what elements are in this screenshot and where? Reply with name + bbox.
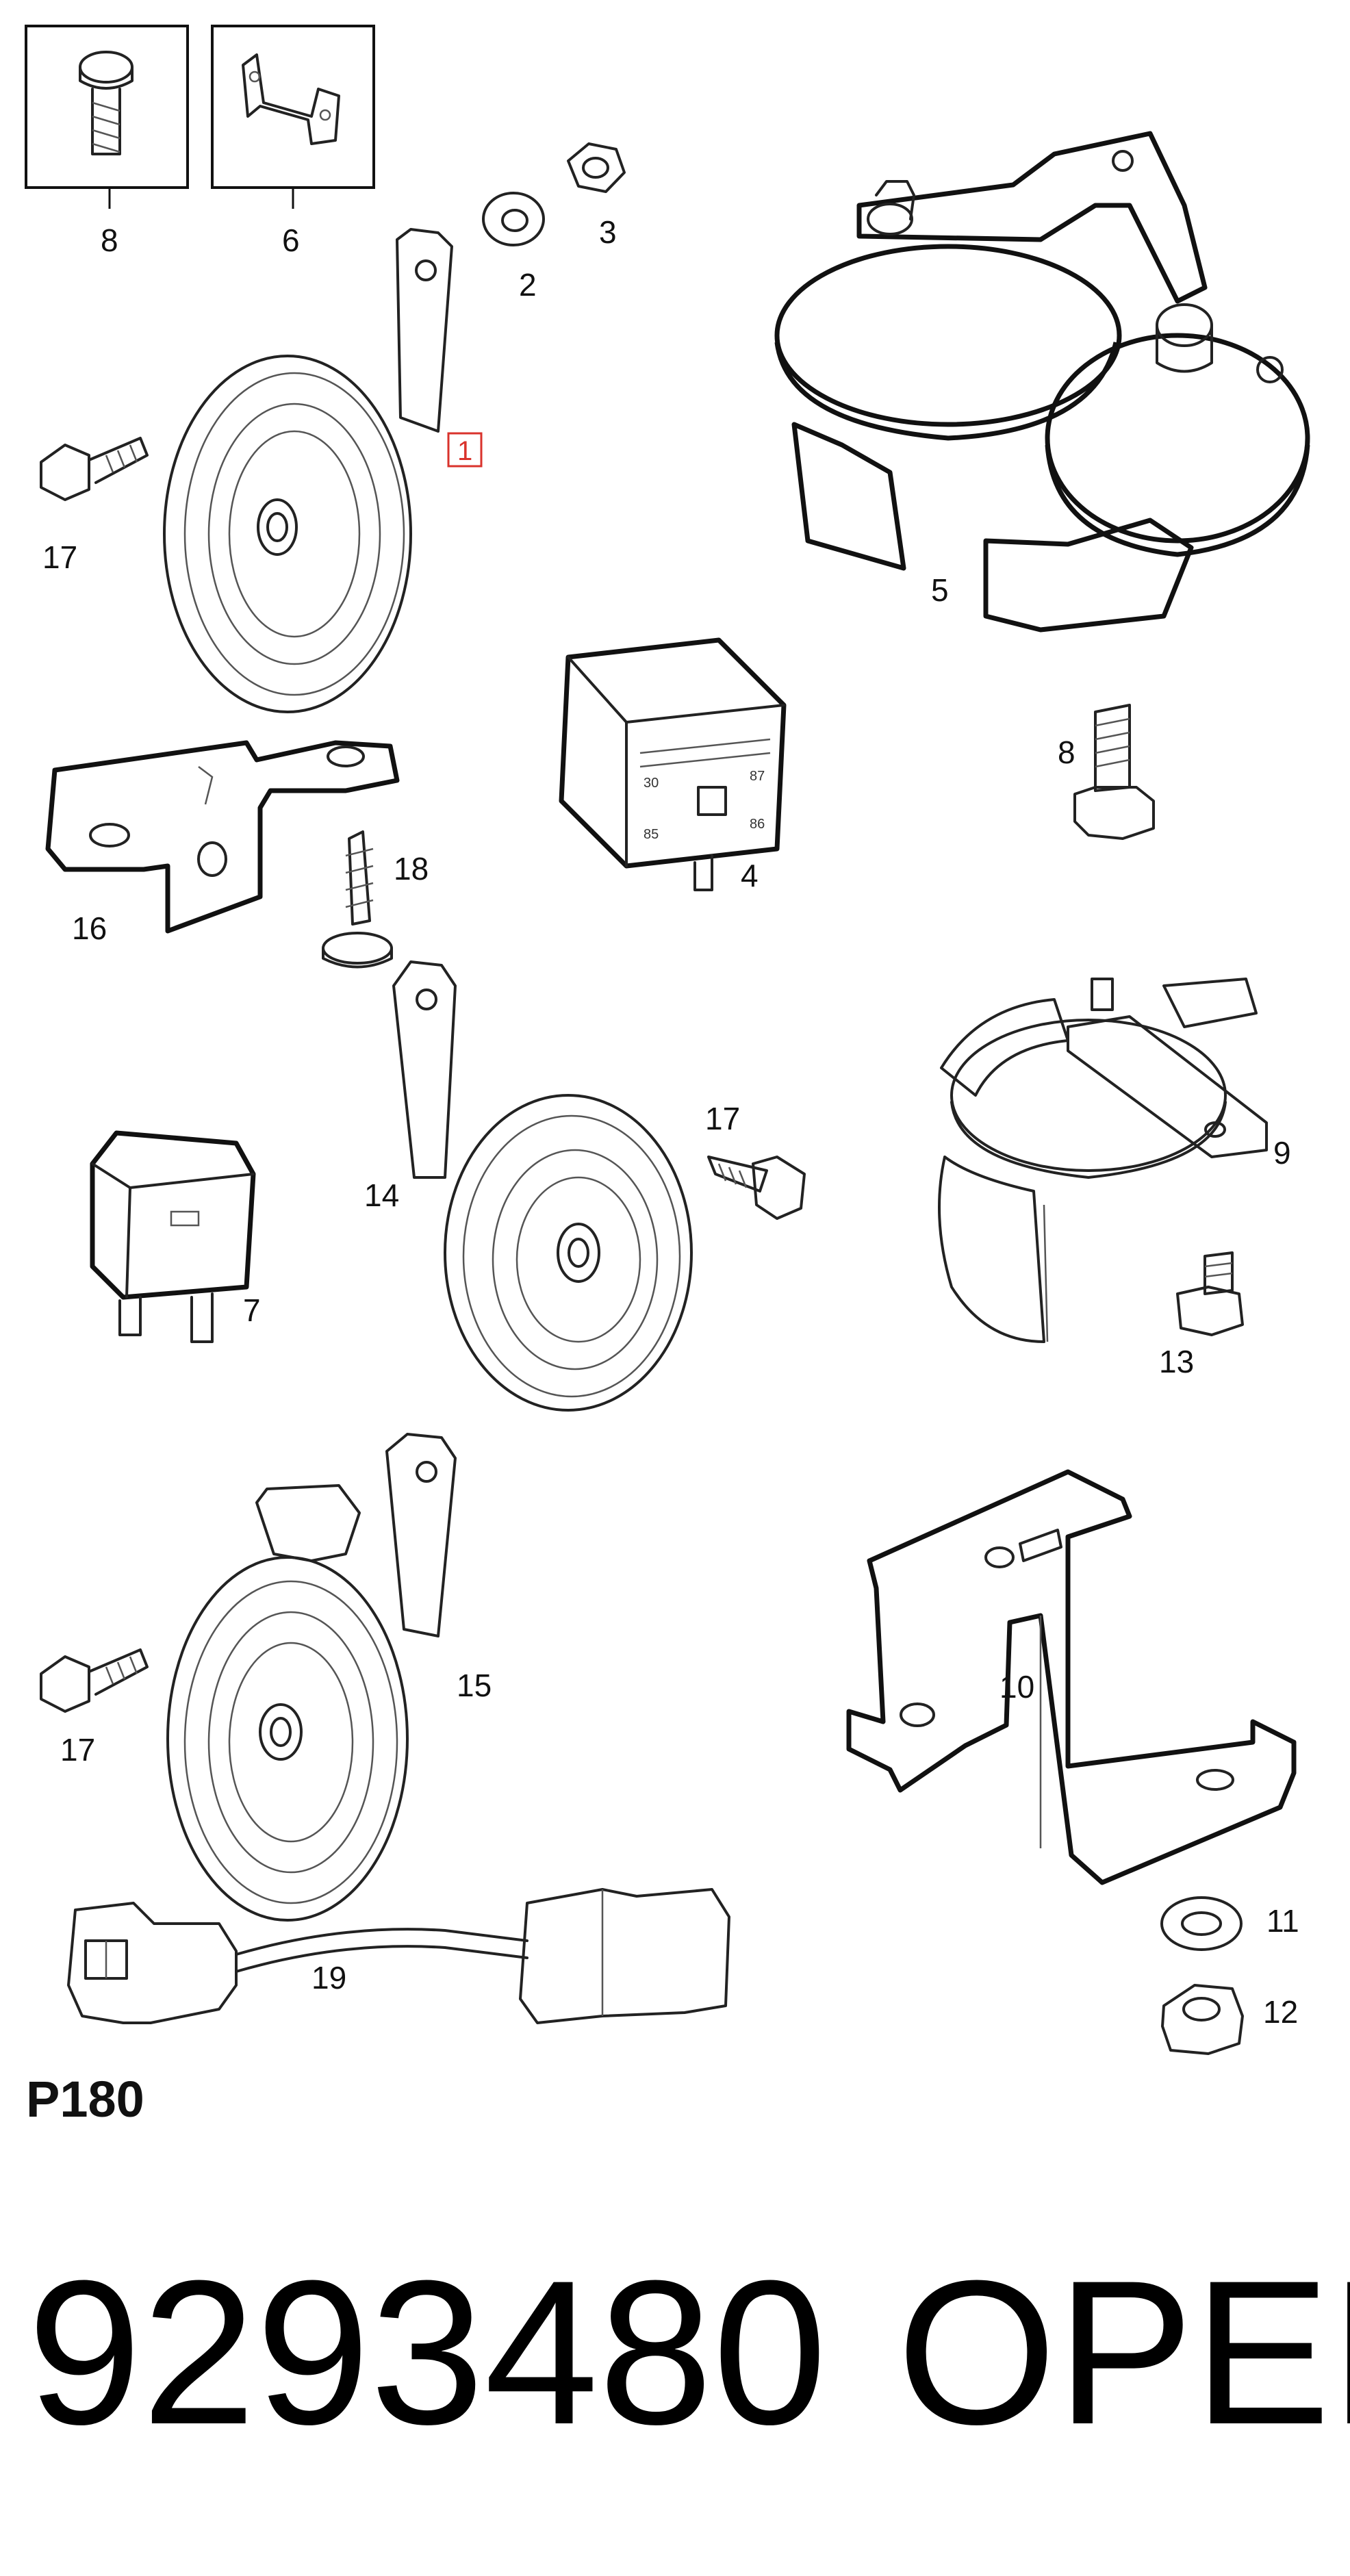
label-9: 9: [1273, 1135, 1291, 1171]
label-18: 18: [394, 851, 429, 887]
nut-icon[interactable]: [1161, 1984, 1244, 2055]
label-16: 16: [72, 910, 107, 946]
horn-part-1[interactable]: [163, 228, 453, 713]
washer-icon[interactable]: [1160, 1896, 1243, 1951]
clip-icon: [242, 53, 340, 145]
horn-part-9[interactable]: [938, 978, 1268, 1343]
part-number: 9293480: [27, 2237, 827, 2467]
label-2: 2: [519, 267, 537, 303]
label-5: 5: [931, 572, 949, 608]
bolt-icon[interactable]: [40, 1648, 149, 1713]
highlight-box-1: 1: [447, 432, 483, 468]
washer-icon[interactable]: [482, 192, 545, 246]
label-11: 11: [1266, 1903, 1299, 1939]
label-14: 14: [364, 1177, 399, 1213]
label-1: 1: [457, 436, 472, 466]
inset-box-clip[interactable]: [211, 25, 375, 209]
nut-icon[interactable]: [567, 142, 626, 193]
bolt-icon[interactable]: [707, 1156, 806, 1220]
label-12: 12: [1263, 1994, 1298, 2030]
relay-4-terminal-87: 87: [750, 769, 765, 784]
label-17c: 17: [60, 1732, 95, 1768]
bracket-part-16[interactable]: [45, 740, 400, 934]
relay-4-terminal-85: 85: [644, 827, 659, 842]
bracket-part-10[interactable]: [846, 1469, 1297, 1885]
bolt-icon[interactable]: [1073, 704, 1155, 840]
label-19: 19: [311, 1960, 346, 1995]
relay-part-7[interactable]: [90, 1130, 256, 1343]
twin-horn-part-5[interactable]: [774, 131, 1310, 633]
bolt-icon[interactable]: [1176, 1251, 1244, 1336]
label-17a: 17: [42, 539, 77, 575]
label-7: 7: [243, 1292, 261, 1328]
relay-4-terminal-86: 86: [750, 817, 765, 832]
screw-icon: [79, 51, 133, 155]
label-17b: 17: [705, 1101, 740, 1136]
harness-part-19[interactable]: [67, 1888, 730, 2024]
relay-4-terminal-30: 30: [644, 776, 659, 791]
label-8b: 8: [1058, 735, 1075, 770]
inset-box-screw[interactable]: [25, 25, 189, 209]
relay-part-4[interactable]: 30 85 87 86: [559, 637, 787, 891]
label-10: 10: [999, 1669, 1034, 1705]
label-13: 13: [1159, 1344, 1194, 1379]
bolt-icon[interactable]: [40, 437, 149, 501]
horn-part-14[interactable]: [392, 960, 693, 1412]
brand-name: OPEL: [897, 2237, 1350, 2467]
label-4: 4: [741, 858, 759, 893]
horn-part-15[interactable]: [166, 1433, 457, 1922]
page-code: P180: [26, 2071, 144, 2128]
label-8a: 8: [101, 222, 118, 258]
label-6: 6: [282, 222, 300, 258]
screw-icon[interactable]: [322, 830, 393, 969]
label-3: 3: [599, 214, 617, 250]
label-15: 15: [457, 1668, 492, 1703]
